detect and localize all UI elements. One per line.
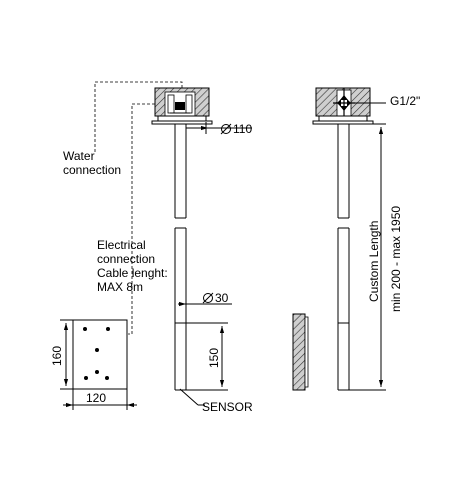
svg-text:connection: connection xyxy=(63,163,121,177)
dim-120-label: 120 xyxy=(86,391,106,405)
electrical-connection-label: Electrical connection Cable lenght: MAX … xyxy=(97,238,168,294)
dimension-160: 160 xyxy=(50,319,73,390)
dimension-120: 120 xyxy=(63,389,137,410)
left-pipe xyxy=(174,124,187,391)
sensor-label: SENSOR xyxy=(202,400,253,414)
control-box xyxy=(72,319,128,390)
svg-text:MAX 8m: MAX 8m xyxy=(97,280,143,294)
water-connection-label: Water connection xyxy=(63,149,121,177)
svg-text:connection: connection xyxy=(97,252,155,266)
dia-30-label: 30 xyxy=(215,291,229,305)
sensor-callout: SENSOR xyxy=(179,388,253,414)
dimension-dia-110: 110 xyxy=(186,122,252,136)
svg-text:Cable lenght:: Cable lenght: xyxy=(97,266,168,280)
right-mounting-plate xyxy=(312,115,374,125)
custom-length-label: Custom Length xyxy=(367,221,381,302)
custom-range-label: min 200 - max 1950 xyxy=(389,206,403,312)
electrical-connection-line xyxy=(128,103,155,335)
left-ceiling-box xyxy=(154,87,210,117)
dimension-150: 150 xyxy=(186,322,228,391)
dimension-dia-30: 30 xyxy=(178,291,232,307)
svg-text:Water: Water xyxy=(63,149,95,163)
water-connection-line xyxy=(94,81,183,152)
svg-text:Electrical: Electrical xyxy=(97,238,146,252)
wall-section xyxy=(292,313,309,391)
thread-label: G1/2" xyxy=(390,94,420,108)
left-mounting-plate xyxy=(151,115,213,125)
dim-150-label: 150 xyxy=(207,348,221,368)
dia-110-label: 110 xyxy=(233,122,252,136)
thread-callout: G1/2" xyxy=(344,94,420,108)
dimension-custom-length: Custom Length min 200 - max 1950 xyxy=(349,123,403,391)
dim-160-label: 160 xyxy=(50,346,64,366)
right-pipe xyxy=(337,124,350,391)
